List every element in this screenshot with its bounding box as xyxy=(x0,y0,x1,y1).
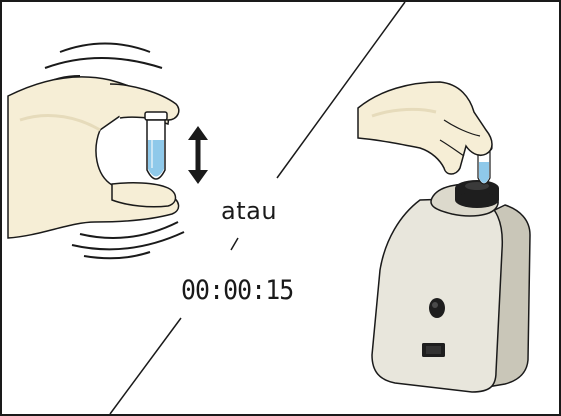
divider-top xyxy=(277,2,405,178)
vortex-knob xyxy=(429,298,445,318)
motion-line-icon xyxy=(45,58,162,68)
double-vertical-arrow-icon xyxy=(188,126,208,184)
hand-shaking-tube-illustration xyxy=(8,44,208,259)
glove-thumb xyxy=(112,183,176,207)
divider-bottom xyxy=(110,318,181,414)
separator-label: atau xyxy=(221,199,277,223)
motion-line-icon xyxy=(84,252,150,258)
divider-middle xyxy=(231,238,238,250)
timer-display: 00:00:15 xyxy=(181,277,293,304)
glove-hand-right xyxy=(358,82,492,174)
motion-line-icon xyxy=(80,222,178,238)
motion-line-icon xyxy=(60,44,150,53)
vortex-mixer-illustration xyxy=(358,82,530,392)
motion-line-icon xyxy=(72,232,184,249)
vortex-front xyxy=(372,198,502,392)
microtube-held xyxy=(145,112,167,179)
